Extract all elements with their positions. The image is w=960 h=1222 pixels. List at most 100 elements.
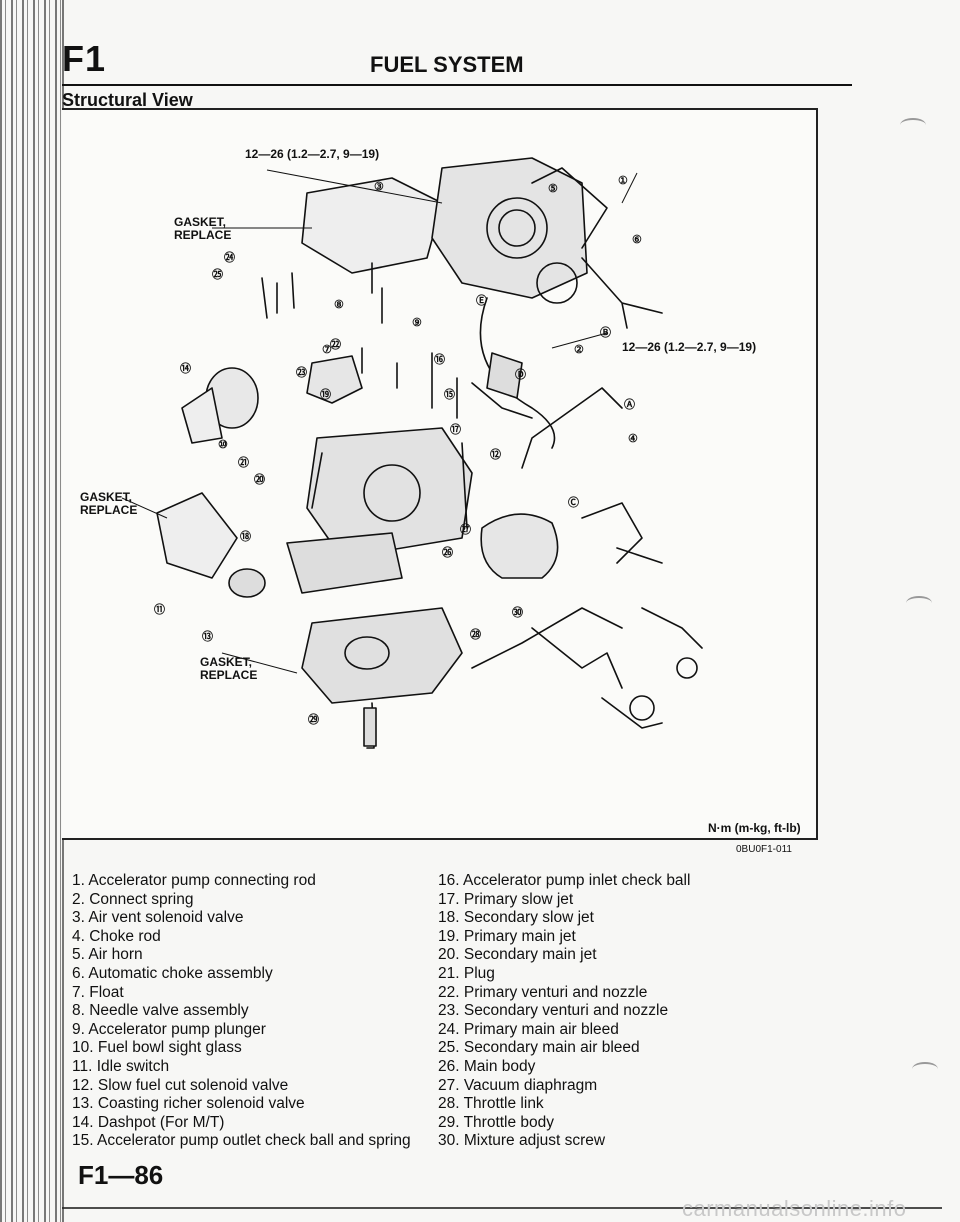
vacuum-diaphragm: [480, 513, 559, 579]
callout-28: ㉘: [470, 627, 481, 641]
legend-item-29: 29. Throttle body: [438, 1113, 555, 1131]
gasket-label-bottom-1: GASKET,: [200, 655, 252, 669]
callout-20: ⑳: [254, 472, 265, 486]
float: [306, 355, 363, 404]
legend-item-23: 23. Secondary venturi and nozzle: [438, 1002, 669, 1020]
throttle-body: [301, 607, 463, 704]
callout-D: Ⓓ: [515, 367, 526, 381]
legend-item-26: 26. Main body: [438, 1057, 536, 1075]
legend-item-9: 9. Accelerator pump plunger: [72, 1020, 266, 1038]
margin-mark: [900, 118, 926, 132]
page-number: F1—86: [78, 1160, 164, 1190]
legend-item-25: 25. Secondary main air bleed: [438, 1039, 640, 1057]
callout-24: ㉔: [224, 250, 235, 264]
callout-21: ㉑: [238, 455, 249, 469]
legend-item-2: 2. Connect spring: [72, 890, 194, 908]
connector: [486, 352, 523, 399]
air-horn-bore: [486, 197, 548, 259]
margin-mark: [912, 1062, 938, 1076]
legend-item-16: 16. Accelerator pump inlet check ball: [438, 872, 691, 889]
wire-harness: [479, 297, 556, 449]
section-code: F1: [62, 38, 107, 79]
legend-item-10: 10. Fuel bowl sight glass: [72, 1039, 242, 1057]
units-note: N·m (m-kg, ft-lb): [708, 821, 801, 835]
callout-C: Ⓒ: [568, 495, 579, 509]
callout-A: Ⓐ: [624, 397, 635, 411]
choke-housing: [536, 262, 578, 304]
air-horn-gasket: [301, 177, 443, 274]
callout-14: ⑭: [180, 361, 191, 375]
callout-group: ① ② ③ ④ ⑤ ⑥ ⑦ ⑧ ⑨ ⑩ ⑪ ⑫ ⑬ ⑭ ⑮ ⑯ ⑰ ⑱ ⑲ ⑳ …: [154, 175, 642, 726]
legend-item-6: 6. Automatic choke assembly: [72, 964, 273, 982]
idle-switch: [228, 568, 266, 598]
callout-12: ⑫: [490, 447, 501, 461]
legend-item-3: 3. Air vent solenoid valve: [72, 909, 244, 927]
gasket-label-left-2: REPLACE: [80, 503, 137, 517]
figure-code: 0BU0F1-011: [736, 844, 792, 855]
callout-26: ㉖: [442, 545, 453, 559]
legend-item-4: 4. Choke rod: [72, 927, 161, 945]
gasket-label-top-1: GASKET,: [174, 215, 226, 229]
air-horn: [431, 157, 588, 299]
legend-item-30: 30. Mixture adjust screw: [438, 1132, 606, 1150]
callout-6: ⑥: [632, 234, 642, 246]
watermark: carmanualsonline.info: [682, 1196, 907, 1221]
callout-4: ④: [628, 433, 638, 445]
legend-item-28: 28. Throttle link: [438, 1095, 544, 1113]
callout-15: ⑮: [444, 387, 455, 401]
idle-switch-bracket: [156, 492, 238, 579]
legend-item-1: 1. Accelerator pump connecting rod: [72, 872, 316, 889]
header-rule: [62, 84, 852, 86]
exploded-carburetor-diagram: 12—26 (1.2—2.7, 9—19) 12—26 (1.2—2.7, 9—…: [80, 147, 801, 835]
callout-18: ⑱: [240, 529, 251, 543]
legend-item-14: 14. Dashpot (For M/T): [72, 1113, 225, 1131]
gasket-label-left-1: GASKET,: [80, 490, 132, 504]
legend-item-18: 18. Secondary slow jet: [438, 909, 594, 927]
legend-item-27: 27. Vacuum diaphragm: [438, 1076, 598, 1094]
callout-29: ㉙: [308, 712, 319, 726]
callout-16: ⑯: [434, 352, 445, 366]
callout-19: ⑲: [320, 387, 331, 401]
legend-item-7: 7. Float: [72, 983, 124, 1001]
legend-item-11: 11. Idle switch: [72, 1057, 170, 1075]
callout-13: ⑬: [202, 629, 213, 643]
legend-item-21: 21. Plug: [438, 964, 495, 982]
torque-spec-top: 12—26 (1.2—2.7, 9—19): [245, 147, 379, 161]
callout-B: Ⓑ: [600, 325, 611, 339]
view-title: Structural View: [62, 90, 193, 110]
legend-item-13: 13. Coasting richer solenoid valve: [72, 1095, 305, 1113]
callout-8: ⑧: [334, 299, 344, 311]
legend-item-19: 19. Primary main jet: [438, 927, 576, 945]
callout-17: ⑰: [450, 422, 461, 436]
legend-item-15: 15. Accelerator pump outlet check ball a…: [72, 1132, 411, 1150]
gasket-label-top-2: REPLACE: [174, 228, 231, 242]
binding-margin: [0, 0, 62, 1222]
throttle-link: [471, 607, 623, 669]
callout-3: ③: [374, 181, 384, 193]
legend-item-20: 20. Secondary main jet: [438, 946, 597, 964]
legend-item-24: 24. Primary main air bleed: [438, 1020, 619, 1038]
callout-22: ㉒: [330, 337, 341, 351]
margin-mark: [906, 596, 932, 610]
callout-25: ㉕: [212, 267, 223, 281]
callout-E: Ⓔ: [476, 293, 487, 307]
callout-2: ②: [574, 344, 584, 356]
legend-item-12: 12. Slow fuel cut solenoid valve: [72, 1076, 289, 1094]
callout-9: ⑨: [412, 317, 422, 329]
callout-10: ⑩: [218, 439, 228, 451]
legend-item-5: 5. Air horn: [72, 946, 143, 964]
gasket-label-bottom-2: REPLACE: [200, 668, 257, 682]
main-body-gasket: [286, 532, 403, 594]
legend-right-column: 16. Accelerator pump inlet check ball 17…: [438, 872, 690, 1151]
callout-30: ㉚: [512, 605, 523, 619]
callout-11: ⑪: [154, 602, 165, 616]
callout-5: ⑤: [548, 183, 558, 195]
main-body: [306, 427, 473, 559]
torque-spec-right: 12—26 (1.2—2.7, 9—19): [622, 340, 756, 354]
bottom-rule: [62, 1207, 942, 1209]
callout-23: ㉓: [296, 365, 307, 379]
callout-1: ①: [618, 175, 628, 187]
legend-item-22: 22. Primary venturi and nozzle: [438, 983, 648, 1001]
section-title: FUEL SYSTEM: [370, 52, 524, 77]
callout-27: ㉗: [460, 522, 471, 536]
